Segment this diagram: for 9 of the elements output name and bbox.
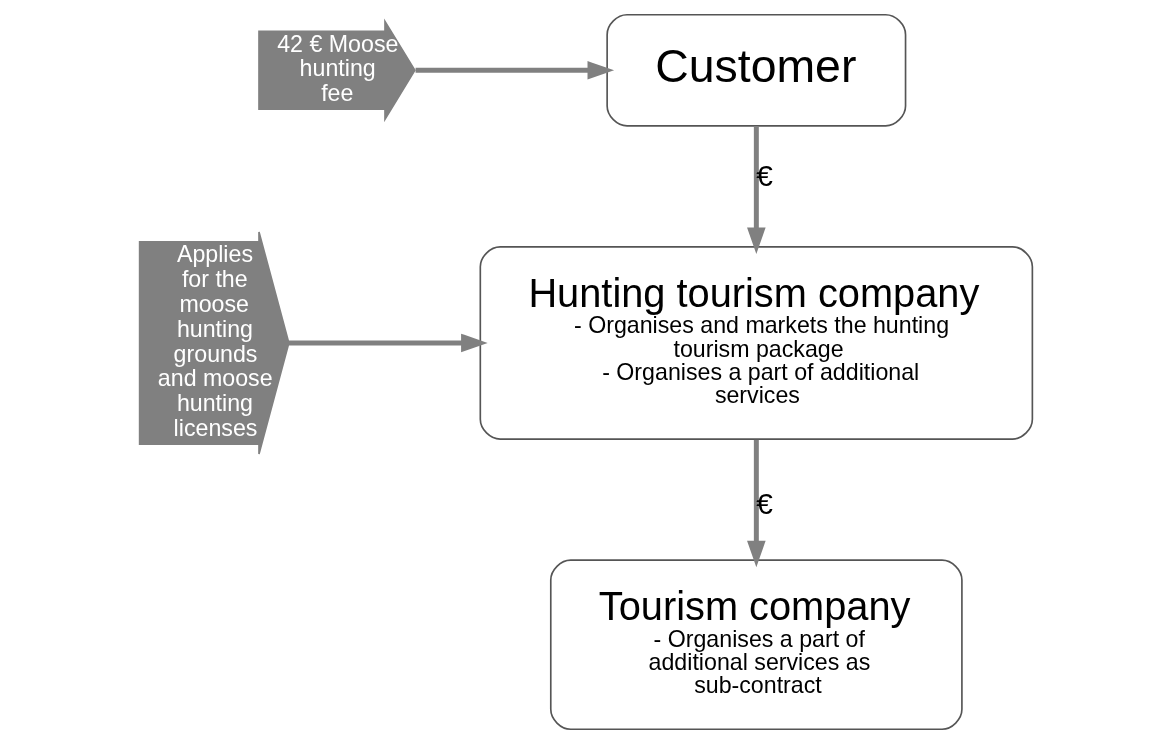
- node-box: Tourism company - Organises a part of additional services as sub-contract: [549, 559, 963, 731]
- arrow: [288, 333, 488, 353]
- arrow: [746, 126, 766, 255]
- arrow: [415, 60, 614, 80]
- arrow: [746, 439, 766, 568]
- node-box: Hunting tourism company - Organises and markets the hunting tourism package - Organises a part of additional services: [479, 246, 1033, 440]
- edge-label: €: [755, 159, 773, 193]
- node-box: Customer: [605, 13, 906, 127]
- edge-label: €: [755, 487, 773, 521]
